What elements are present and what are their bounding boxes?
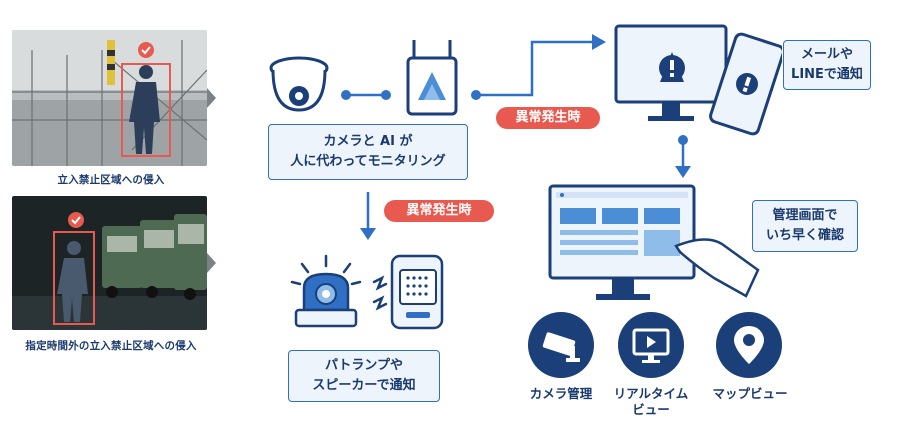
patlamp-callout-line1: パトランプや [324,358,403,373]
alert-pill-bottom: 異常発生時 [384,200,494,222]
mail-line-callout-line2: LINEで通知 [791,67,863,82]
camera-ai-callout-line1: カメラと AI が [323,134,413,149]
map-pin-icon [734,326,764,364]
admin-callout-line1: 管理画面で [772,208,838,223]
realtime-view-button[interactable] [618,312,684,378]
patlamp-icon [286,252,366,336]
ai-box-icon [404,38,460,122]
map-view-button[interactable] [716,312,782,378]
intrusion-photo-day [12,30,207,166]
photo-caption-1: 立入禁止区域への侵入 [57,174,165,186]
realtime-view-label-line2: ビュー [632,402,670,417]
cctv-icon [542,332,580,362]
alert-monitor-icon [612,22,785,146]
photo-caption-2: 指定時間外の立入禁止区域への侵入 [25,340,197,352]
admin-monitor-icon [546,182,766,310]
realtime-view-label: リアルタイム ビュー [604,386,698,418]
admin-screen-callout: 管理画面で いち早く確認 [752,200,858,252]
mail-line-callout-line1: メールや [800,47,853,62]
admin-callout-line2: いち早く確認 [765,228,844,243]
alert-pill-top: 異常発生時 [496,107,600,129]
intrusion-photo-night [12,196,207,330]
dome-camera-icon [266,54,332,120]
mail-line-callout: メールや LINEで通知 [783,40,871,90]
camera-management-label: カメラ管理 [529,386,593,401]
camera-management-button[interactable] [528,312,594,378]
photo-arrow-1 [207,88,217,112]
play-monitor-icon [632,328,670,363]
camera-ai-callout: カメラと AI が 人に代わってモニタリング [268,124,468,180]
realtime-view-label-line1: リアルタイム [613,386,689,401]
camera-ai-callout-line2: 人に代わってモニタリング [290,154,446,169]
map-view-label: マップビュー [712,386,788,401]
patlamp-speaker-callout: パトランプや スピーカーで通知 [288,350,440,402]
patlamp-callout-line2: スピーカーで通知 [312,378,416,393]
speaker-icon [370,248,450,342]
photo-arrow-2 [207,253,217,277]
